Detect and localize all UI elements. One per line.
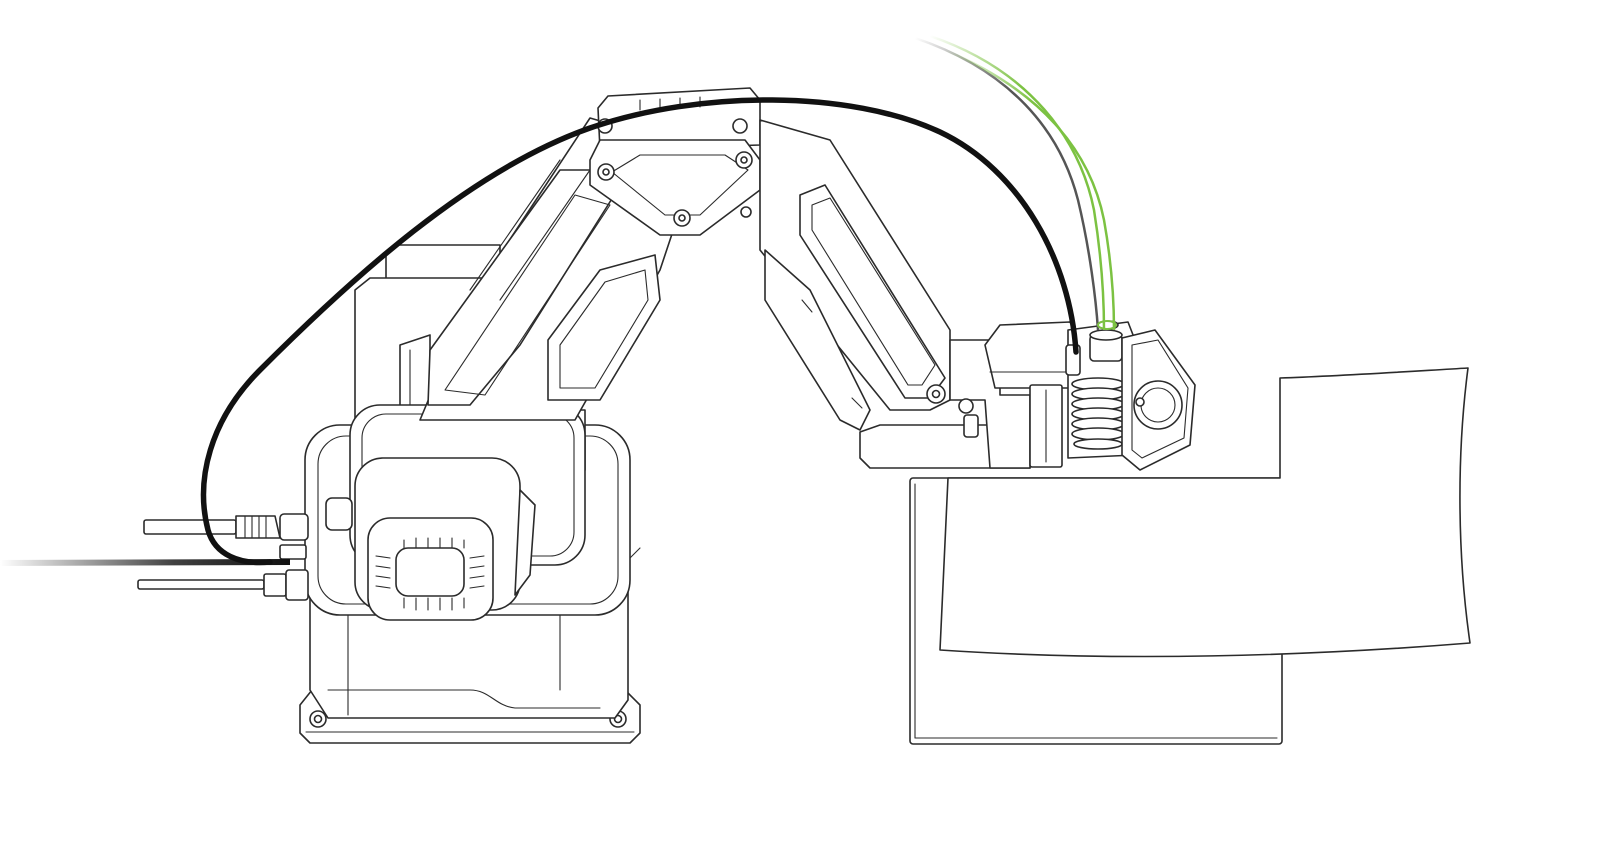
filament-tubes [914, 34, 1117, 331]
main-cable [0, 97, 1079, 566]
print-sheet [939, 367, 1471, 658]
extruder-head [1065, 320, 1196, 471]
side-connectors [137, 513, 309, 601]
heatsink-fins [1071, 377, 1125, 450]
wrist-bracket [859, 321, 1081, 469]
forearm [759, 119, 951, 431]
shoulder-motor [325, 457, 536, 621]
motor-vents [375, 537, 485, 611]
